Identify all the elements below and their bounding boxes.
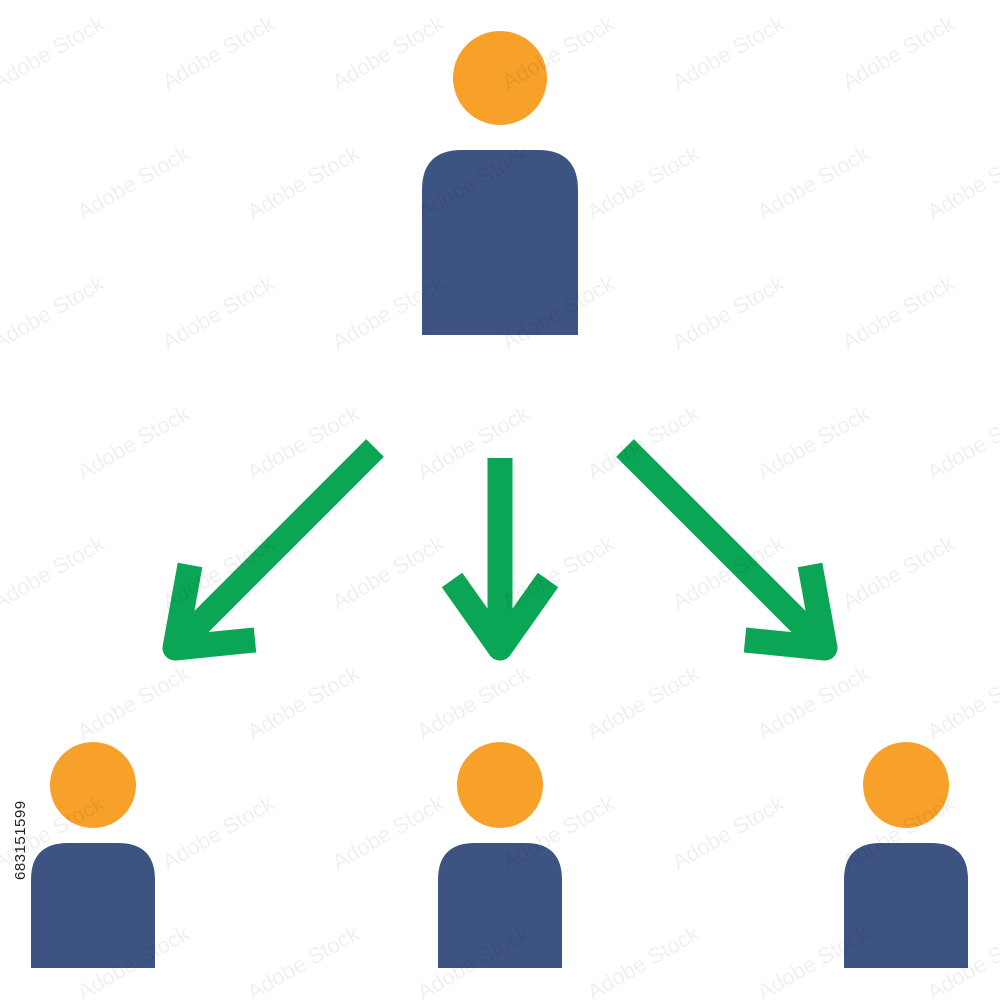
child-person-right-icon: [844, 742, 968, 968]
arrow-down-icon: [441, 458, 559, 661]
top-person-head: [453, 31, 547, 125]
top-person-body: [422, 150, 578, 335]
arrow-down-left-icon: [162, 439, 384, 661]
top-person-icon: [422, 31, 578, 335]
stock-id-label: 683151599: [12, 800, 29, 880]
child-person-center-icon: [438, 742, 562, 968]
arrow-down-right-icon: [616, 439, 838, 661]
child-person-left-icon: [31, 742, 155, 968]
